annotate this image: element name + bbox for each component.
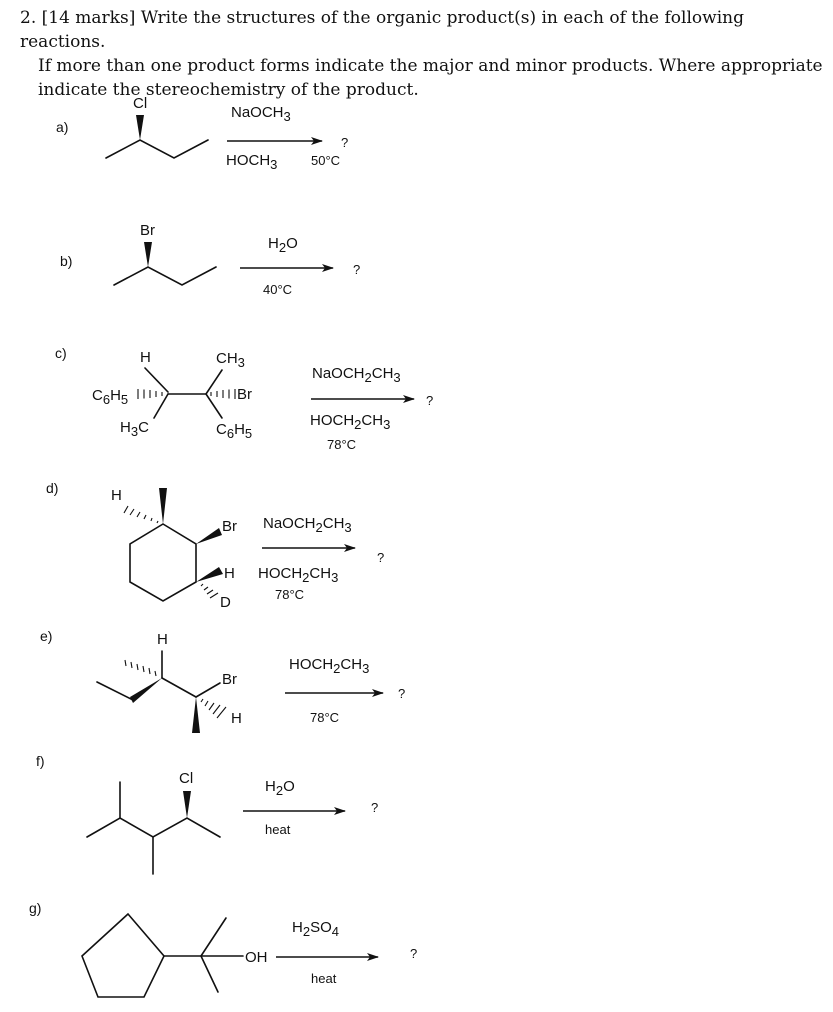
reaction-d-reagent-below: HOCH2CH3 — [258, 565, 338, 585]
reaction-b-conditions: 40°C — [263, 282, 292, 297]
reaction-g-reagent-above: H2SO4 — [292, 919, 339, 939]
reaction-b-product: ? — [353, 262, 360, 277]
reaction-g: g) OH H2SO4 heat ? — [29, 900, 417, 998]
reaction-c-reagent-above: NaOCH2CH3 — [312, 365, 401, 385]
reaction-f-substrate: Cl — [86, 770, 221, 875]
reaction-c-h-top: H — [140, 349, 151, 366]
question-line-2: If more than one product forms indicate … — [38, 56, 823, 76]
reaction-d-reagent-above: NaOCH2CH3 — [263, 515, 352, 535]
reaction-c-br: Br — [237, 386, 252, 403]
question-line-1: 2. [14 marks] Write the structures of th… — [20, 8, 744, 52]
reaction-f-product: ? — [371, 800, 378, 815]
reaction-d-d: D — [220, 594, 231, 611]
reaction-c-phenyl-left: C6H5 — [92, 387, 128, 407]
reaction-d-substrate: H Br H D — [111, 487, 237, 611]
reaction-c-reagent-below: HOCH2CH3 — [310, 412, 390, 432]
reaction-e-conditions: 78°C — [310, 710, 339, 725]
reaction-e-label: e) — [40, 628, 52, 644]
reaction-f: f) Cl H2O heat ? — [36, 753, 378, 875]
reaction-c-substrate: H C6H5 H3C CH3 Br — [92, 349, 252, 441]
reaction-c-product: ? — [426, 393, 433, 408]
reaction-c-hash-left — [137, 389, 163, 399]
reaction-b-label: b) — [60, 253, 72, 269]
reaction-d-h-top: H — [111, 487, 122, 504]
reaction-g-conditions: heat — [311, 971, 337, 986]
reaction-d-label: d) — [46, 480, 58, 496]
reaction-g-label: g) — [29, 900, 41, 916]
reaction-d-product: ? — [377, 550, 384, 565]
reaction-a-product: ? — [341, 135, 348, 150]
reaction-e-substrate: H Br H — [96, 631, 242, 733]
reaction-e: e) H Br — [40, 628, 405, 733]
reaction-f-conditions: heat — [265, 822, 291, 837]
reaction-g-substrate: OH — [81, 912, 268, 998]
reaction-c-phenyl-right: C6H5 — [216, 421, 252, 441]
reaction-d-h-lower: H — [224, 565, 235, 582]
reaction-c-hash-right — [210, 389, 236, 399]
reaction-d-hash-top — [123, 505, 159, 524]
reaction-f-reagent-above: H2O — [265, 778, 295, 798]
reaction-c-methyl-top: CH3 — [216, 350, 245, 370]
reaction-c-methyl-left: H3C — [120, 419, 149, 439]
reaction-c-label: c) — [55, 345, 67, 361]
reaction-e-hash-right — [200, 698, 227, 719]
reaction-b-reagent-above: H2O — [268, 235, 298, 255]
reaction-e-h-lower: H — [231, 710, 242, 727]
reaction-g-product: ? — [410, 946, 417, 961]
reaction-b-br: Br — [140, 222, 155, 239]
reaction-b-substrate: Br — [113, 222, 217, 286]
reaction-e-h-top: H — [157, 631, 168, 648]
reaction-a-label: a) — [56, 119, 68, 135]
reaction-b: b) Br H2O 40°C ? — [60, 222, 360, 297]
reaction-d: d) H Br H D NaOC — [46, 480, 384, 611]
reaction-c: c) H C6H5 H3C CH3 B — [55, 345, 433, 452]
reaction-a-reagent-below: HOCH3 — [226, 152, 277, 172]
reaction-a: a) Cl NaOCH3 HOCH3 50°C ? — [56, 95, 348, 172]
reaction-d-hash-lower — [200, 583, 219, 599]
reaction-a-substrate: Cl — [105, 95, 209, 159]
reaction-a-conditions: 50°C — [311, 153, 340, 168]
reaction-a-cl: Cl — [133, 95, 147, 112]
reaction-e-reagent-above: HOCH2CH3 — [289, 656, 369, 676]
reaction-c-conditions: 78°C — [327, 437, 356, 452]
reaction-f-label: f) — [36, 753, 45, 769]
reaction-f-cl: Cl — [179, 770, 193, 787]
reaction-g-oh: OH — [245, 949, 268, 966]
reaction-a-reagent-above: NaOCH3 — [231, 104, 291, 124]
reaction-e-product: ? — [398, 686, 405, 701]
reaction-d-conditions: 78°C — [275, 587, 304, 602]
reaction-e-br: Br — [222, 671, 237, 688]
reaction-d-br: Br — [222, 518, 237, 535]
question-line-3: indicate the stereochemistry of the prod… — [38, 80, 419, 100]
question-text: 2. [14 marks] Write the structures of th… — [20, 6, 826, 102]
reaction-e-hash-left — [124, 659, 157, 677]
